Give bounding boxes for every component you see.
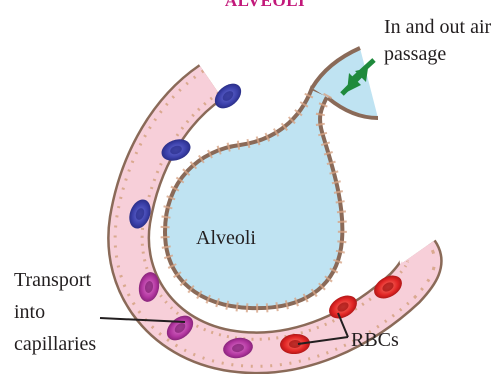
transport-label-line1: Transport (14, 269, 91, 291)
transport-label: Transport into capillaries (14, 269, 96, 355)
air-passage-label-line1: In and out air (384, 16, 492, 38)
transport-label-line3: capillaries (14, 333, 96, 355)
alveoli-label: Alveoli (196, 227, 256, 249)
air-passage-label: In and out air passage (384, 16, 496, 65)
transport-label-line2: into (14, 301, 45, 323)
rbcs-label: RBCs (351, 329, 399, 351)
diagram-title: ALVEOLI (225, 0, 305, 10)
air-passage-label-line2: passage (384, 43, 446, 65)
